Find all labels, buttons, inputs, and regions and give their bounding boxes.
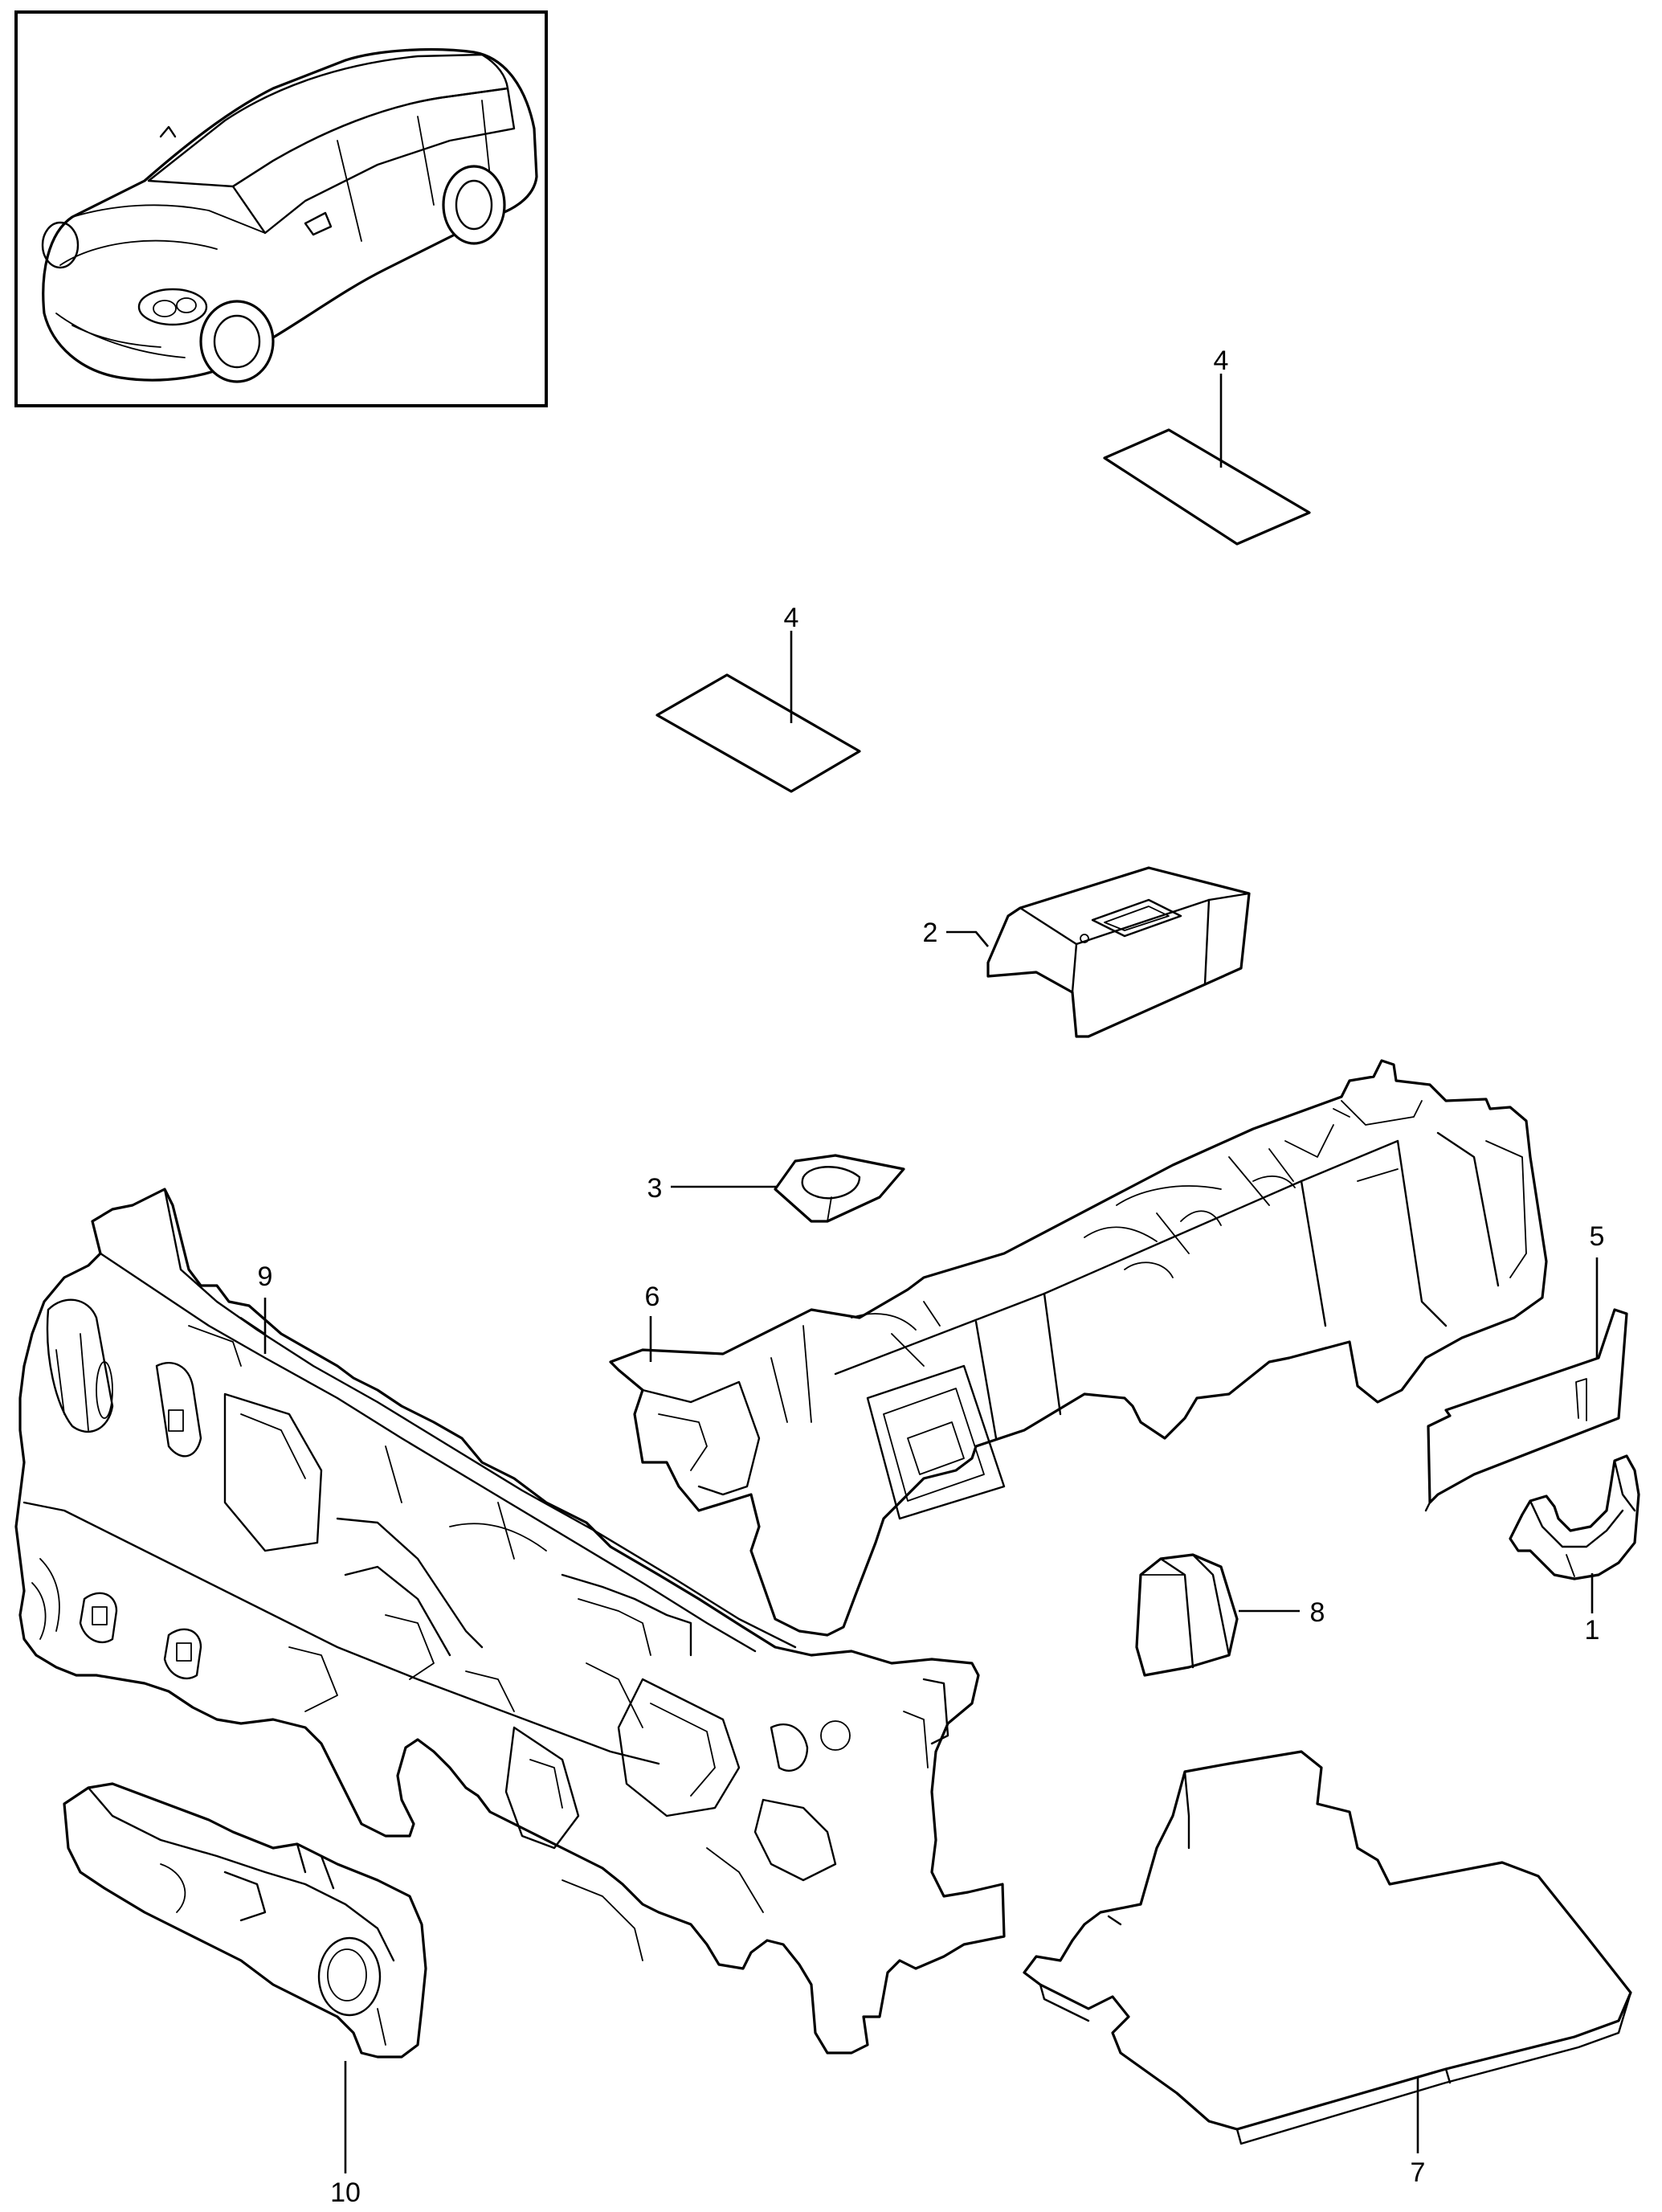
leader-lines xyxy=(263,374,1599,2173)
part-4-upper-pad xyxy=(1103,428,1311,546)
car-thumbnail xyxy=(14,10,548,407)
callout-3: 3 xyxy=(647,1173,663,1204)
callout-7: 7 xyxy=(1411,2157,1426,2188)
part-6-bulkhead-insulation xyxy=(609,1059,1548,1637)
callout-4-lower: 4 xyxy=(784,603,799,633)
part-4-lower-pad xyxy=(655,673,861,793)
part-3-cover xyxy=(774,1154,905,1223)
part-7-floor-pad xyxy=(1023,1750,1632,2145)
part-5-pad xyxy=(1424,1308,1628,1512)
callout-numbers: 4 4 2 3 5 6 9 8 1 7 10 xyxy=(258,345,1605,2208)
part-10-duct xyxy=(63,1782,427,2059)
part-9-dash-insulation xyxy=(14,1188,1006,2055)
callout-1: 1 xyxy=(1585,1615,1600,1646)
part-2-insulation-block xyxy=(986,866,1251,1038)
callout-6: 6 xyxy=(645,1282,660,1312)
part-8-block xyxy=(1135,1553,1239,1677)
leader-2 xyxy=(946,930,989,947)
callout-5: 5 xyxy=(1590,1221,1605,1252)
callout-2: 2 xyxy=(923,918,938,948)
callout-10: 10 xyxy=(330,2177,361,2208)
part-1-bracket xyxy=(1509,1454,1640,1580)
car-overview-icon xyxy=(41,48,538,383)
callout-8: 8 xyxy=(1310,1597,1325,1628)
callout-4-upper: 4 xyxy=(1214,345,1229,376)
callout-9: 9 xyxy=(258,1261,273,1292)
